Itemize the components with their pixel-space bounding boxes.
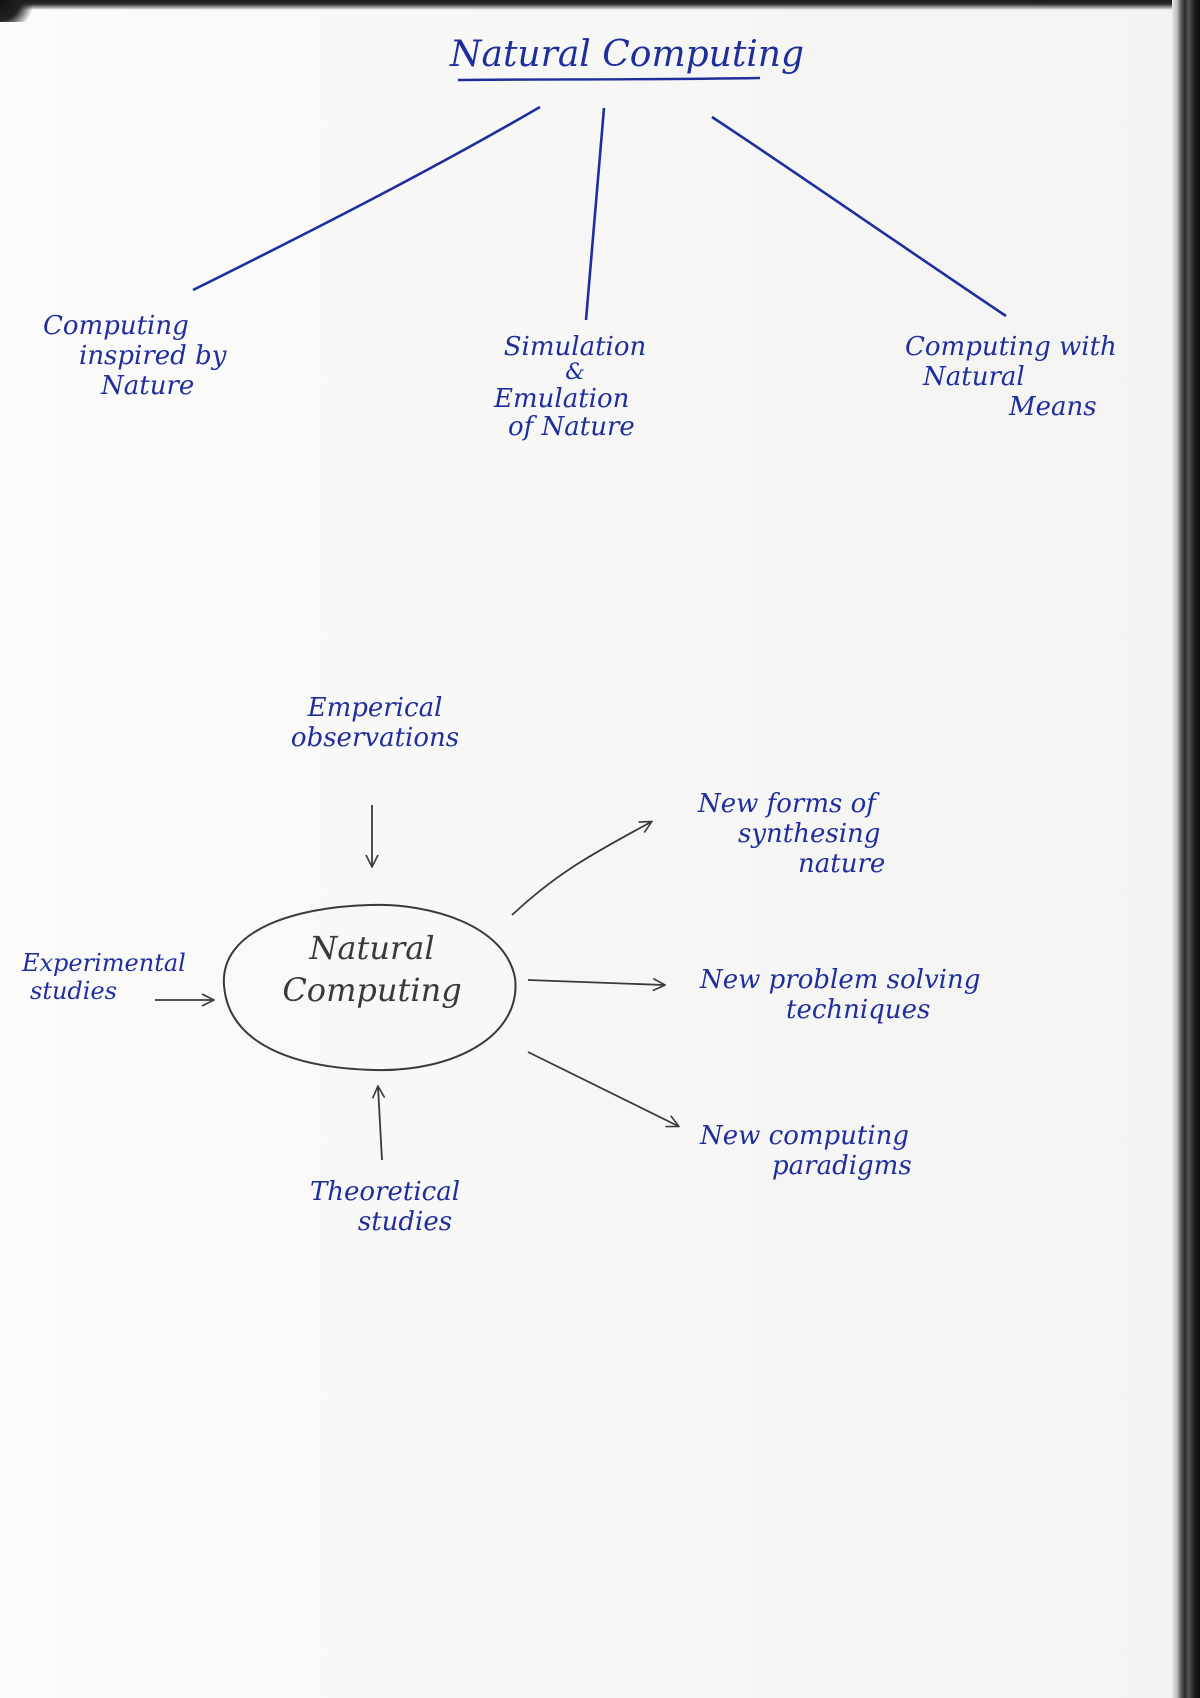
center-label: Natural Computing: [262, 928, 482, 1011]
input-top-line-1: Emperical: [307, 693, 443, 723]
tree-title: Natural Computing: [450, 34, 805, 75]
output-1-line-2: synthesing: [738, 818, 881, 849]
arrow-bottom-input: [378, 1087, 382, 1161]
title-underline: [457, 76, 761, 82]
input-left-line-2: studies: [30, 976, 117, 1005]
branch-middle-line-4: of Nature: [508, 411, 635, 442]
output-2-label: New problem solving techniques: [700, 965, 1040, 1026]
output-2-line-1: New problem solving: [700, 965, 981, 995]
output-3-line-1: New computing: [700, 1121, 910, 1151]
branch-middle-line-1: Simulation: [503, 332, 647, 362]
branch-left-line-1: Computing: [43, 311, 189, 341]
input-bottom-label: Theoretical studies: [285, 1177, 485, 1238]
output-1-line-1: New forms of: [698, 789, 876, 819]
branch-line-left: [192, 105, 541, 292]
page-binding-edge: [1172, 0, 1200, 1698]
branch-line-right: [711, 115, 1007, 318]
branch-middle-line-3: Emulation: [494, 383, 630, 414]
branch-middle-line-2: &: [565, 360, 585, 386]
output-1-line-3: nature: [798, 848, 886, 879]
arrow-output-1: [511, 822, 651, 916]
corner-shadow: [0, 0, 40, 22]
branch-right-line-2: Natural: [923, 361, 1025, 392]
input-bottom-line-1: Theoretical: [309, 1177, 461, 1207]
arrow-output-3: [527, 1051, 678, 1126]
output-1-label: New forms of synthesing nature: [698, 789, 958, 880]
center-line-2: Computing: [282, 970, 462, 1009]
input-left-line-1: Experimental: [22, 949, 186, 977]
branch-left-line-2: inspired by: [79, 340, 227, 371]
input-top-line-2: observations: [290, 722, 460, 753]
output-2-line-2: techniques: [786, 994, 931, 1025]
output-3-line-2: paradigms: [772, 1150, 912, 1181]
branch-right-line-3: Means: [1009, 391, 1097, 422]
input-top-label: Emperical observations: [270, 693, 480, 754]
output-3-label: New computing paradigms: [700, 1121, 960, 1182]
branch-middle-label: Simulation & Emulation of Nature: [470, 333, 680, 441]
branch-left-label: Computing inspired by Nature: [35, 311, 265, 402]
input-left-label: Experimental studies: [22, 949, 212, 1005]
branch-left-line-3: Nature: [101, 370, 195, 401]
branch-line-middle: [584, 107, 606, 321]
branch-right-line-1: Computing with: [905, 332, 1117, 362]
center-line-1: Natural: [309, 929, 435, 967]
branch-right-label: Computing with Natural Means: [905, 332, 1145, 423]
center-oval: [222, 903, 517, 1072]
input-bottom-line-2: studies: [357, 1206, 453, 1237]
top-shadow: [0, 0, 1200, 10]
arrow-output-2: [527, 980, 664, 985]
